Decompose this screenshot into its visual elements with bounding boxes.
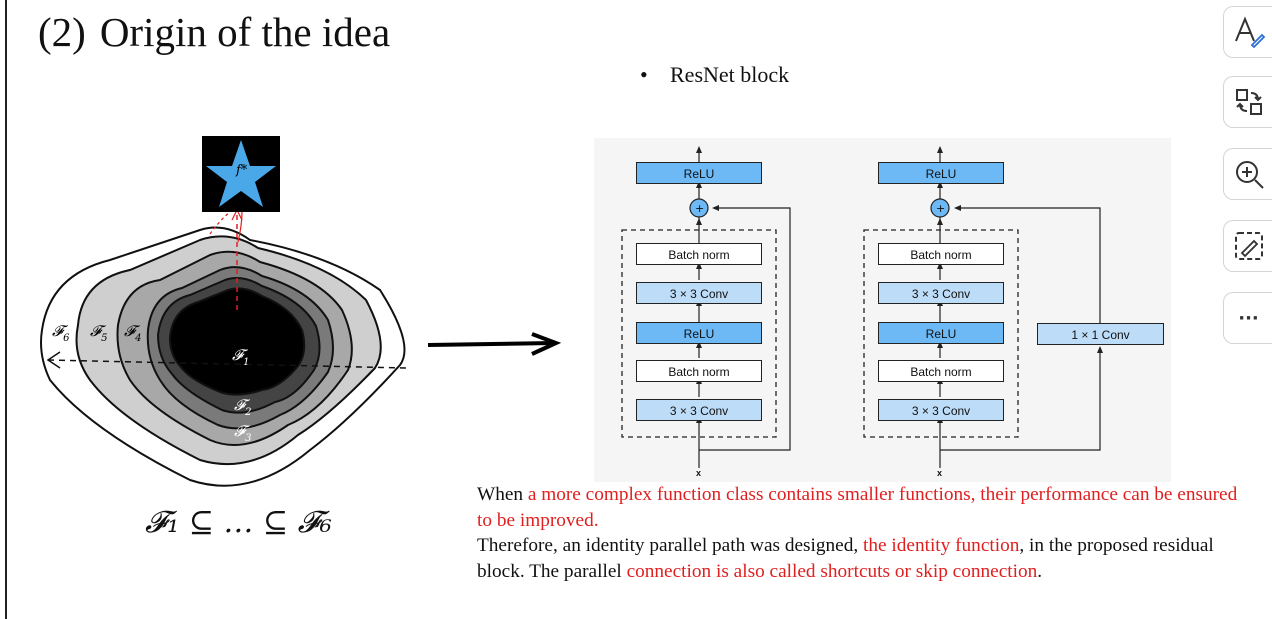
translate-icon: [1235, 89, 1262, 115]
right-batchnorm-2: Batch norm: [878, 243, 1004, 265]
text-p2-c: .: [1037, 560, 1043, 582]
svg-text:+: +: [695, 202, 704, 215]
right-batchnorm-1: Batch norm: [878, 360, 1004, 382]
left-relu-mid: ReLU: [636, 322, 762, 344]
text-p1-a: When: [477, 484, 528, 505]
left-conv-1: 3 × 3 Conv: [636, 399, 762, 421]
explanation-paragraph: When a more complex function class conta…: [477, 482, 1257, 584]
text-p2-red1: the identity function: [863, 535, 1020, 556]
title-number: (2): [38, 9, 86, 55]
zoom-in-button[interactable]: [1223, 148, 1272, 200]
left-relu-out: ReLU: [636, 162, 762, 184]
dashed-axis: [47, 359, 407, 369]
star-icon: [206, 140, 276, 207]
resnet-connectors: + +: [621, 146, 1103, 468]
right-relu-mid: ReLU: [878, 322, 1004, 344]
resnet-figure: + + ReLU Batch norm 3 × 3 Conv ReLU Batc…: [594, 138, 1171, 482]
bullet-text: ResNet block: [670, 62, 790, 87]
left-batchnorm-2: Batch norm: [636, 243, 762, 265]
right-relu-out: ReLU: [878, 162, 1004, 184]
more-icon: ···: [1238, 307, 1259, 329]
left-conv-2: 3 × 3 Conv: [636, 282, 762, 304]
add-node-right: [930, 198, 950, 218]
title-text: Origin of the idea: [99, 9, 391, 55]
text-p1-red: a more complex function class contains s…: [477, 484, 1238, 531]
region-f1: [168, 287, 306, 396]
star-label: f*: [235, 163, 248, 178]
screenshot-icon: [1234, 232, 1263, 260]
screenshot-button[interactable]: [1223, 220, 1272, 272]
text-p2-b: , in the proposed residual block. The pa…: [477, 535, 1214, 582]
inclusion-formula: 𝓕₁ ⊆ … ⊆ 𝓕₆: [145, 505, 332, 540]
function-classes-figure: f* 𝓕6 𝓕5 𝓕4 𝓕1 𝓕2 𝓕3: [40, 136, 407, 487]
shortcut-conv-1x1: 1 × 1 Conv: [1037, 323, 1164, 345]
read-aloud-button[interactable]: [1223, 6, 1272, 58]
bullet-dot: •: [640, 62, 648, 87]
read-aloud-icon: [1234, 16, 1265, 49]
add-node-left: [689, 198, 709, 218]
input-label-right: x: [937, 468, 943, 478]
svg-text:+: +: [936, 202, 945, 215]
text-p2-a: Therefore, an identity parallel path was…: [477, 535, 864, 556]
right-arrow-icon: [427, 332, 562, 356]
more-button[interactable]: ···: [1223, 292, 1272, 344]
left-batchnorm-1: Batch norm: [636, 360, 762, 382]
input-label-left: x: [696, 468, 702, 478]
slide-title: (2) Origin of the idea: [38, 8, 390, 56]
text-p2-red2: connection is also called shortcuts or s…: [626, 560, 1038, 582]
zoom-in-icon: [1235, 161, 1264, 189]
right-conv-2: 3 × 3 Conv: [878, 282, 1004, 304]
translate-button[interactable]: [1223, 76, 1272, 128]
left-border: [5, 0, 7, 619]
right-conv-1: 3 × 3 Conv: [878, 399, 1004, 421]
bullet-item: • ResNet block: [640, 62, 789, 88]
